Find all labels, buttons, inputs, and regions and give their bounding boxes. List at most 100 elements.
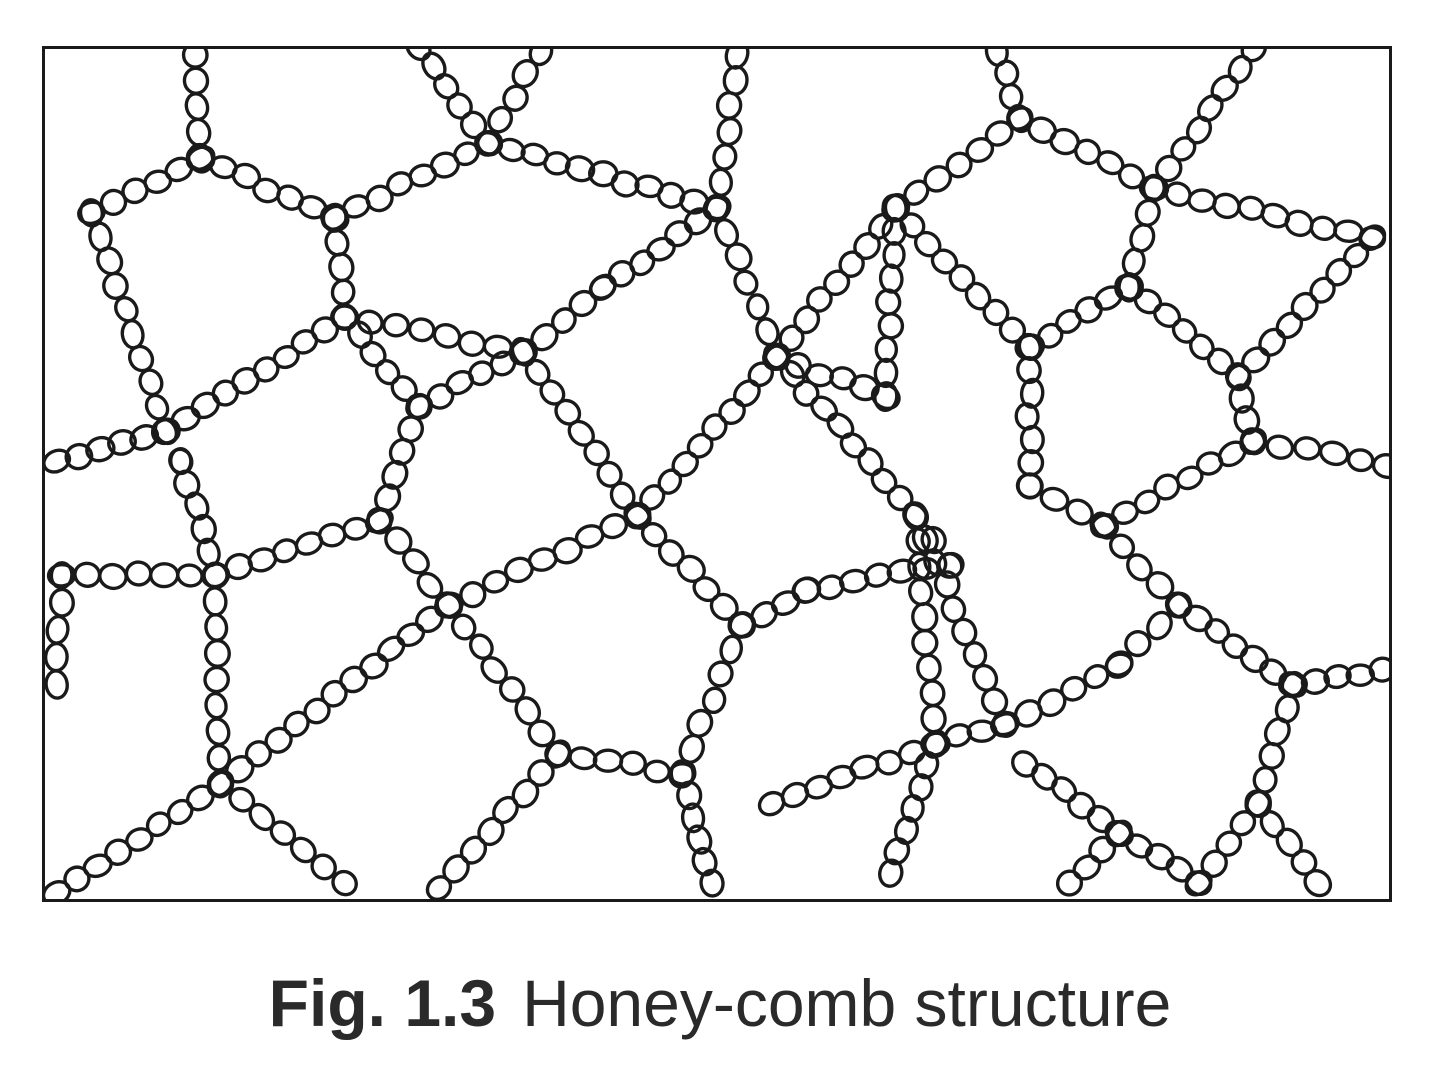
- bead-ring-icon: [692, 576, 721, 603]
- bead-ring-icon: [527, 719, 556, 748]
- honeycomb-figure: [42, 46, 1392, 902]
- bead-ring-icon: [1233, 405, 1261, 435]
- bead-ring-icon: [381, 459, 409, 490]
- bead-ring-icon: [671, 450, 699, 478]
- bead-ring-icon: [657, 468, 683, 495]
- bead-ring-icon: [487, 105, 514, 134]
- bead-ring-icon: [1228, 383, 1255, 414]
- bead-ring-icon: [550, 307, 577, 334]
- bead-ring-icon: [248, 802, 276, 832]
- bead-ring-icon: [46, 562, 77, 588]
- bead-ring-icon: [339, 665, 369, 694]
- bead-ring-icon: [857, 447, 884, 477]
- bead-ring-icon: [1051, 776, 1078, 803]
- bead-ring-icon: [543, 151, 571, 176]
- bead-ring-icon: [943, 723, 973, 748]
- bead-ring-icon: [793, 305, 821, 335]
- bead-ring-icon: [886, 484, 914, 512]
- bead-ring-icon: [1109, 533, 1136, 560]
- bead-ring-icon: [359, 340, 387, 368]
- bead-ring-icon: [564, 155, 596, 183]
- bead-ring-icon: [712, 143, 738, 171]
- bead-ring-icon: [806, 286, 833, 313]
- bead-ring-icon: [965, 136, 995, 163]
- bead-ring-icon: [668, 759, 697, 789]
- bead-ring-icon: [382, 312, 410, 338]
- bead-ring-icon: [707, 660, 734, 688]
- bead-ring-icon: [1154, 154, 1183, 183]
- bead-ring-icon: [881, 193, 910, 223]
- bead-ring-icon: [415, 605, 444, 634]
- bead-ring-icon: [107, 429, 137, 456]
- bead-ring-icon: [1215, 830, 1243, 857]
- bead-ring-icon: [204, 612, 229, 642]
- bead-ring-icon: [98, 562, 128, 591]
- bead-ring-icon: [1019, 424, 1045, 455]
- bead-ring-icon: [1105, 820, 1133, 847]
- bead-ring-icon: [1346, 448, 1375, 473]
- bead-ring-icon: [920, 703, 947, 734]
- bead-ring-icon: [583, 439, 610, 467]
- bead-ring-icon: [770, 590, 801, 616]
- bead-ring-icon: [686, 432, 714, 459]
- bead-ring-icon: [1290, 849, 1318, 876]
- bead-ring-icon: [211, 379, 240, 407]
- bead-ring-icon: [204, 691, 228, 720]
- bead-ring-icon: [870, 467, 898, 495]
- bead-ring-icon: [823, 269, 851, 297]
- bead-ring-icon: [184, 491, 210, 521]
- bead-ring-icon: [1031, 762, 1058, 791]
- bead-ring-icon: [1187, 188, 1217, 213]
- bead-ring-icon: [1121, 247, 1146, 277]
- bead-ring-icon: [1293, 436, 1322, 461]
- bead-ring-icon: [1275, 311, 1304, 340]
- bead-ring-icon: [1225, 362, 1252, 392]
- bead-ring-icon: [45, 641, 69, 673]
- bead-ring-icon: [1239, 644, 1269, 674]
- bead-ring-icon: [882, 240, 906, 270]
- bead-ring-icon: [310, 853, 337, 881]
- bead-ring-icon: [893, 815, 919, 845]
- bead-ring-icon: [715, 91, 743, 120]
- bead-ring-icon: [1309, 276, 1336, 304]
- bead-ring-icon: [328, 252, 355, 283]
- bead-ring-icon: [719, 634, 743, 665]
- bead-ring-icon: [646, 236, 676, 262]
- bead-ring-icon: [1039, 486, 1070, 512]
- bead-ring-icon: [1015, 472, 1044, 500]
- bead-ring-icon: [153, 417, 179, 446]
- bead-ring-icon: [911, 628, 939, 657]
- bead-ring-icon: [185, 784, 215, 812]
- bead-ring-icon: [173, 469, 201, 499]
- bead-ring-icon: [1210, 74, 1239, 102]
- bead-ring-icon: [45, 614, 70, 645]
- bead-ring-icon: [643, 759, 671, 784]
- bead-ring-icon: [434, 591, 464, 619]
- bead-ring-icon: [407, 317, 436, 343]
- bead-ring-icon: [202, 561, 229, 590]
- bead-ring-icon: [733, 269, 759, 296]
- bead-ring-icon: [1146, 610, 1173, 641]
- bead-ring-icon: [203, 665, 230, 694]
- bead-ring-icon: [450, 613, 477, 641]
- bead-ring-icon: [425, 875, 453, 899]
- bead-ring-icon: [477, 816, 505, 847]
- figure-label: Fig. 1.3: [268, 966, 497, 1040]
- bead-ring-icon: [724, 242, 753, 272]
- bead-ring-icon: [1323, 664, 1352, 690]
- bead-ring-icon: [184, 92, 210, 122]
- bead-ring-icon: [45, 669, 69, 700]
- bead-ring-icon: [390, 375, 418, 403]
- bead-ring-icon: [877, 312, 905, 340]
- bead-ring-icon: [457, 330, 487, 357]
- bead-ring-icon: [1182, 604, 1213, 633]
- bead-ring-icon: [1258, 327, 1287, 357]
- bead-ring-icon: [405, 49, 432, 62]
- bead-ring-icon: [290, 329, 319, 355]
- bead-ring-icon: [459, 110, 488, 140]
- bead-ring-icon: [886, 558, 918, 584]
- bead-ring-icon: [826, 412, 855, 440]
- bead-ring-icon: [838, 568, 870, 594]
- bead-ring-icon: [1055, 309, 1082, 334]
